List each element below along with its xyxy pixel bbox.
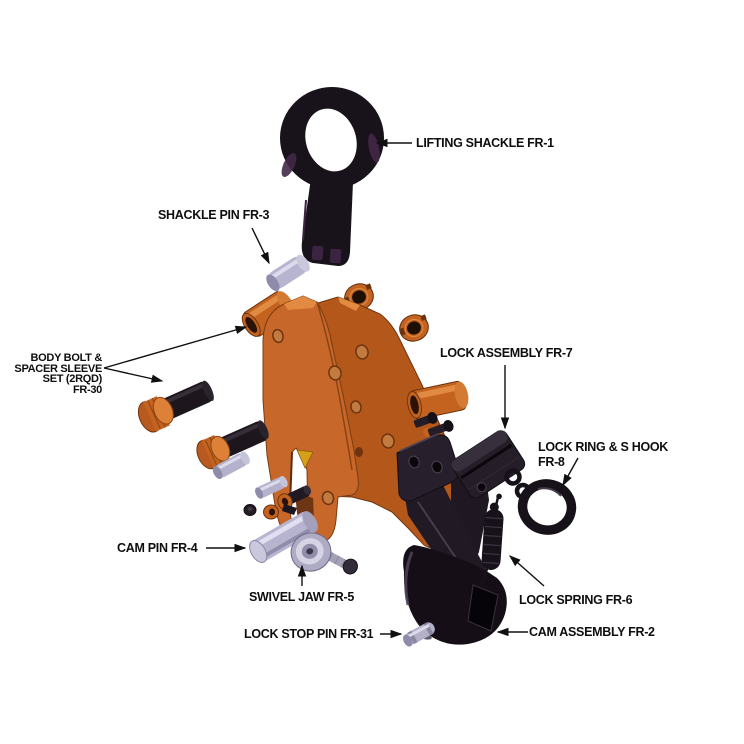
label-cam-assembly: CAM ASSEMBLY FR-2 [529, 625, 655, 639]
label-text: LOCK SPRING FR-6 [519, 593, 633, 607]
leader-lock-spring [508, 555, 545, 587]
body-bolt-upper-part [137, 380, 214, 433]
label-text: LOCK STOP PIN FR-31 [244, 627, 374, 641]
shackle-pin-part [266, 254, 310, 292]
small-screw-f-part [413, 412, 438, 428]
lock-spring-part [479, 493, 504, 586]
label-text: FR-8 [538, 455, 565, 469]
label-lock-stop-pin: LOCK STOP PIN FR-31 [244, 627, 374, 641]
label-swivel-jaw: SWIVEL JAW FR-5 [249, 590, 354, 604]
cam-pin-part [249, 511, 318, 563]
leader-body-bolt-upper [103, 325, 248, 369]
label-text: CAM PIN FR-4 [117, 541, 198, 555]
label-lock-assembly: LOCK ASSEMBLY FR-7 [440, 346, 573, 360]
label-text: SET (2RQD) [42, 373, 103, 386]
label-text: BODY BOLT & [30, 352, 103, 364]
small-pin-b-part [255, 476, 288, 499]
label-cam-pin: CAM PIN FR-4 [117, 541, 198, 555]
tiny-nut-dark-part [243, 504, 257, 516]
label-text: CAM ASSEMBLY FR-2 [529, 625, 655, 639]
leader-lines [103, 138, 579, 639]
leader-body-bolt-lower [103, 367, 164, 383]
label-shackle-pin: SHACKLE PIN FR-3 [158, 208, 269, 222]
label-text: SHACKLE PIN FR-3 [158, 208, 270, 222]
label-lifting-shackle: LIFTING SHACKLE FR-1 [416, 136, 554, 150]
small-screw-nut-part [277, 485, 312, 510]
body-bolt-lower-part [196, 420, 269, 470]
label-text: FR-30 [72, 383, 102, 396]
tiny-nut-orange-part [263, 504, 279, 520]
label-text: LOCK RING & S HOOK [538, 440, 669, 454]
label-text: LIFTING SHACKLE FR-1 [416, 136, 554, 150]
leader-shackle-pin [251, 227, 270, 265]
lock-stop-pin-part [402, 622, 435, 647]
spacer-sleeve-right-part [407, 380, 469, 420]
lock-ring-s-hook-part [504, 468, 577, 535]
label-lock-ring-s-hook: LOCK RING & S HOOK FR-8 [538, 440, 668, 470]
label-text: SWIVEL JAW FR-5 [249, 590, 355, 604]
small-pin-a-part [212, 451, 250, 480]
lifting-shackle-part [280, 87, 384, 266]
label-text: SPACER SLEEVE [14, 362, 102, 375]
label-body-bolt-spacer-sleeve: BODY BOLT & SPACER SLEEVE SET (2RQD) FR-… [8, 353, 102, 395]
small-screw-g-part [423, 420, 454, 438]
label-text: LOCK ASSEMBLY FR-7 [440, 346, 573, 360]
leader-lock-ring [562, 457, 579, 487]
lock-assembly-part [451, 430, 526, 499]
cam-pin-keeper-upper [282, 504, 297, 515]
swivel-jaw-part [290, 532, 358, 575]
label-lock-spring: LOCK SPRING FR-6 [519, 593, 633, 607]
lock-nut-right-part [399, 314, 429, 342]
